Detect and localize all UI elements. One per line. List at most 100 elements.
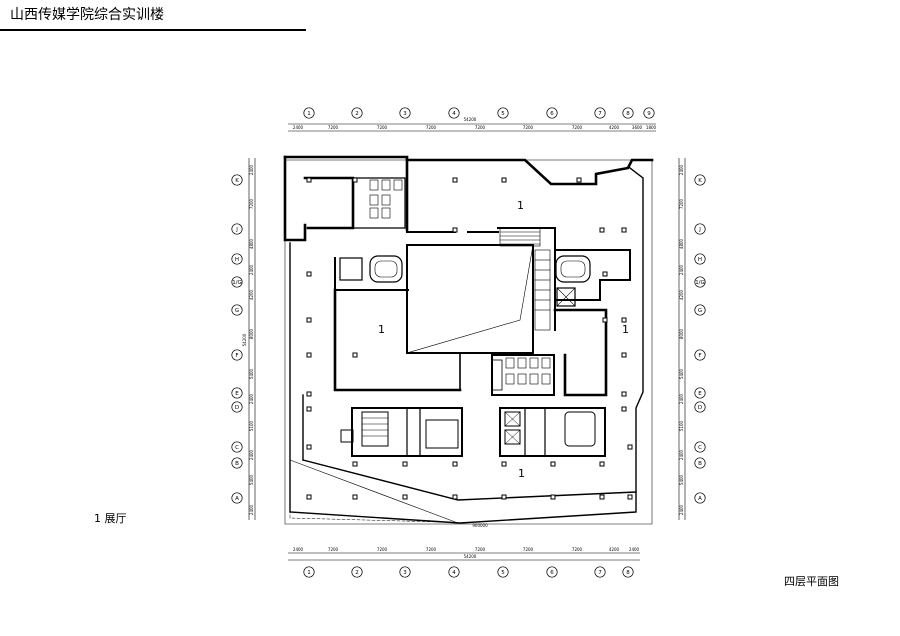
dimension-label: 2400 (249, 504, 254, 515)
side-dimension-chains (248, 158, 686, 520)
axis-column-top-label: 2 (355, 111, 359, 117)
bottom-dimension-chain (288, 552, 640, 561)
dimension-label: 7200 (426, 125, 437, 130)
axis-column-top-label: 9 (647, 111, 651, 117)
axis-row-left-label: C (235, 445, 239, 451)
axis-row-left-bubble (231, 492, 243, 504)
axis-row-right-bubble (694, 223, 706, 235)
dimension-label: 7200 (475, 125, 486, 130)
axis-row-left-label: D (235, 405, 239, 411)
axis-row-left-bubble (231, 401, 243, 413)
dimension-label: 7200 (426, 547, 437, 552)
dimension-label: 2400 (293, 125, 304, 130)
axis-row-left-bubble (231, 349, 243, 361)
axis-row-left-bubble (231, 304, 243, 316)
dimension-label: 1800 (646, 125, 657, 130)
axis-row-left-label: A (235, 496, 239, 502)
axis-column-bottom-label: 1 (307, 570, 311, 576)
dimension-label: 5100 (679, 420, 684, 431)
axis-column-top-bubble (448, 107, 460, 119)
right-dimension-text: 2400 7200 4800 2400 4200 8000 5400 2400 … (679, 164, 684, 515)
axis-row-right-label: B (698, 461, 702, 467)
dimension-label: 2400 (249, 393, 254, 404)
axis-column-bottom-bubble (622, 566, 634, 578)
dimension-label: 2400 (249, 264, 254, 275)
axis-column-top-label: 8 (626, 111, 630, 117)
axis-row-right-bubble (694, 387, 706, 399)
axis-row-right-bubble (694, 441, 706, 453)
dimension-label: 3600 (632, 125, 643, 130)
dimension-label: 2400 (293, 547, 304, 552)
dimension-label: 5100 (249, 420, 254, 431)
axis-column-top-bubble (643, 107, 655, 119)
axis-column-bottom-bubble (448, 566, 460, 578)
axis-row-right-label: D (698, 405, 702, 411)
dimension-label: 5400 (679, 474, 684, 485)
dimension-label: 2400 (249, 449, 254, 460)
dimension-label: 2400 (679, 449, 684, 460)
plan-linework (283, 155, 654, 525)
axis-row-left-bubble (231, 223, 243, 235)
dimension-label: 4200 (249, 289, 254, 300)
axis-column-bottom-bubble (497, 566, 509, 578)
dimension-label: 4200 (609, 125, 620, 130)
axis-column-top-label: 3 (403, 111, 407, 117)
dimension-label: 2400 (679, 393, 684, 404)
axis-column-top-label: 6 (550, 111, 554, 117)
axis-row-right-label: A (698, 496, 702, 502)
axis-row-right-label: H (698, 257, 702, 263)
axis-row-right-label: K (698, 178, 702, 184)
axis-column-top-label: 5 (501, 111, 505, 117)
axis-column-top-label: 4 (452, 111, 456, 117)
axis-column-bottom-bubble (546, 566, 558, 578)
title-underline (0, 29, 306, 31)
dimension-label: 7200 (328, 547, 339, 552)
dimension-label: 7200 (572, 547, 583, 552)
axis-column-bottom-bubble (351, 566, 363, 578)
room-label: 1 (622, 323, 629, 336)
dimension-label: 2400 (679, 504, 684, 515)
axis-row-left-bubble (231, 441, 243, 453)
axis-column-bottom-label: 8 (626, 570, 630, 576)
axis-column-top-bubble (351, 107, 363, 119)
axis-column-bottom-bubble (303, 566, 315, 578)
axis-column-bottom-label: 4 (452, 570, 456, 576)
dimension-label: 54200 (242, 333, 247, 346)
axis-column-top-label: 1 (307, 111, 311, 117)
axis-row-left-label: K (235, 178, 239, 184)
room-label: 1 (518, 467, 525, 480)
axis-column-top-bubble (622, 107, 634, 119)
left-dimension-text: 54200 2400 7200 4800 2400 4200 8000 5400… (242, 164, 254, 515)
dimension-label: 7200 (377, 547, 388, 552)
dimension-label: 4800 (249, 238, 254, 249)
axis-row-left-bubble (231, 457, 243, 469)
dimension-label: 4800 (679, 238, 684, 249)
axis-row-left-bubble (231, 174, 243, 186)
axis-row-right-label: E (698, 391, 702, 397)
axis-row-right-label: C (698, 445, 702, 451)
axis-row-right-bubble (694, 174, 706, 186)
drawing-title: 山西传媒学院综合实训楼 (10, 7, 164, 23)
dimension-label: 8000 (249, 328, 254, 339)
axis-column-bottom-label: 2 (355, 570, 359, 576)
room-labels: 1 1 1 1 (378, 199, 629, 480)
axis-row-right-bubble (694, 401, 706, 413)
axis-column-bottom-bubble (594, 566, 606, 578)
axis-column-bottom-label: 5 (501, 570, 505, 576)
room-label: 1 (378, 323, 385, 336)
dimension-label: 7200 (523, 125, 534, 130)
axis-row-left-label: H (235, 257, 239, 263)
axis-row-right-bubble (694, 349, 706, 361)
axis-column-top-bubble (594, 107, 606, 119)
dimension-label: 7200 (679, 198, 684, 209)
axis-row-right-label: J (698, 227, 701, 233)
axis-row-left-label: G (235, 308, 239, 314)
dimension-label: 2400 (249, 164, 254, 175)
top-dimension-text: 54200 2400 7200 7200 7200 7200 7200 7200… (293, 117, 657, 130)
axis-column-top-label: 7 (598, 111, 602, 117)
axis-column-bottom-bubble (399, 566, 411, 578)
structural-columns (306, 177, 633, 500)
axis-row-left-label: F (235, 353, 238, 359)
